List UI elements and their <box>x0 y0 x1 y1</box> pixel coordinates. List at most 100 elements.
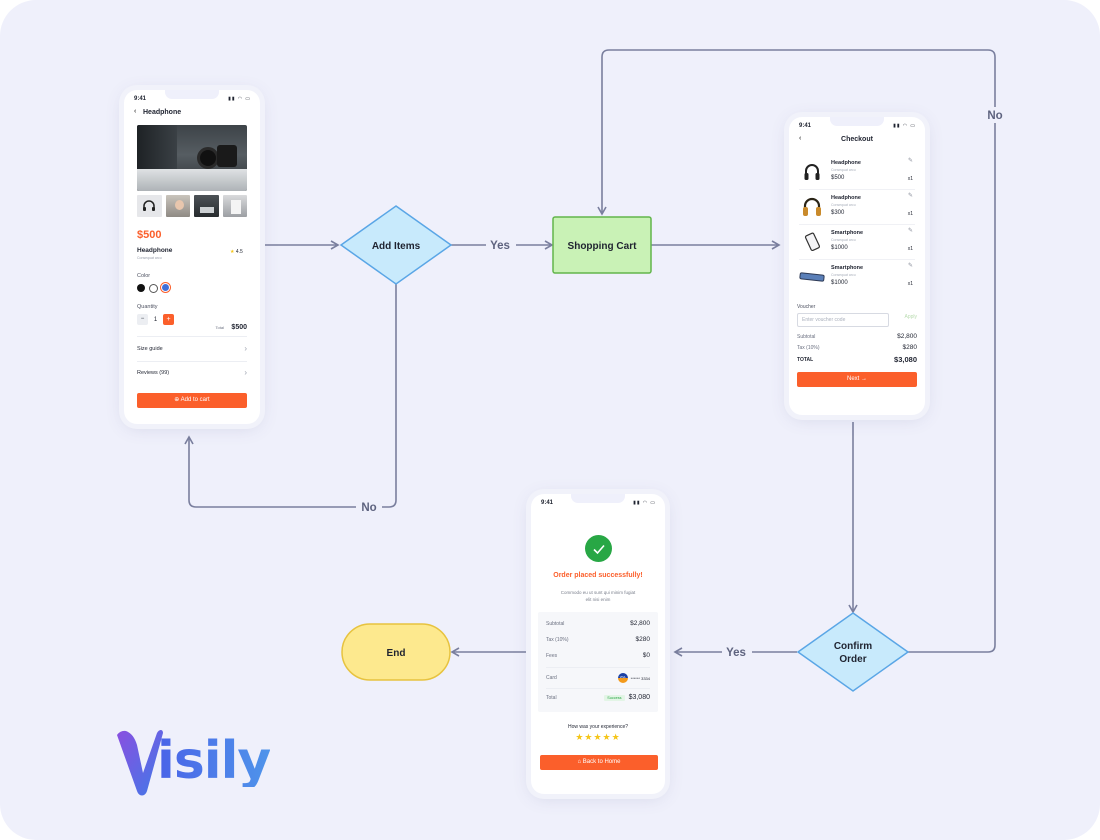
back-to-home-button[interactable]: ⌂ Back to Home <box>540 755 658 770</box>
label-yes-to-success: Yes <box>726 647 746 659</box>
product-total: Total $500 <box>216 316 247 334</box>
item-subtitle: Consequat arcu <box>831 273 915 277</box>
card-info: VISA ****** 3334 <box>618 673 650 683</box>
order-summary-card: Subtotal $2,800 Tax (10%) $280 Fees $0 C… <box>538 612 658 712</box>
success-message-line-2: elit nisi enim <box>531 597 665 602</box>
color-swatches <box>137 284 169 293</box>
cart-item-list: Headphone Consequat arcu $500 ✎ x1 Headp… <box>799 155 915 294</box>
shopping-cart-label: Shopping Cart <box>568 241 638 252</box>
thumbnail-2[interactable] <box>166 195 191 217</box>
tax-value: $280 <box>903 344 917 351</box>
confirm-order-label-2: Order <box>839 654 866 665</box>
signal-icons: ▮▮ ◠ ▭ <box>228 96 251 102</box>
status-badge: Success <box>604 695 624 701</box>
cart-item[interactable]: Headphone Consequat arcu $500 ✎ x1 <box>799 155 915 190</box>
quantity-value: 1 <box>152 317 159 323</box>
order-success-screen: 9:41 ▮▮ ◠ ▭ Order placed successfully! C… <box>531 494 665 794</box>
product-screen: 9:41 ▮▮ ◠ ▭ ‹ Headphone <box>124 90 260 424</box>
subtotal-value: $2,800 <box>630 620 650 627</box>
confirm-order-label-1: Confirm <box>834 641 872 652</box>
item-qty: x1 <box>908 211 913 217</box>
add-to-cart-button[interactable]: ⊕ Add to cart <box>137 393 247 408</box>
add-to-cart-label: Add to cart <box>181 397 210 403</box>
edit-icon[interactable]: ✎ <box>908 157 913 164</box>
decrement-button[interactable]: − <box>137 314 148 325</box>
apply-button[interactable]: Apply <box>904 314 917 320</box>
edit-icon[interactable]: ✎ <box>908 192 913 199</box>
item-name: Headphone <box>831 160 915 166</box>
reviews-row[interactable]: Reviews (99) › <box>137 368 247 377</box>
product-image <box>137 125 247 191</box>
tax-label: Tax (10%) <box>797 345 820 351</box>
label-no-to-product: No <box>361 502 376 514</box>
star-icon: ★ <box>230 249 234 255</box>
checkout-navbar: ‹ Checkout <box>789 133 925 147</box>
thumbnail-1[interactable] <box>137 195 162 217</box>
quantity-stepper: − 1 + <box>137 314 174 325</box>
rating-value: 4.5 <box>236 249 243 255</box>
signal-icons: ▮▮ ◠ ▭ <box>633 500 656 506</box>
confirm-order-decision <box>798 613 908 691</box>
increment-button[interactable]: + <box>163 314 174 325</box>
arrow-right-icon: → <box>861 376 867 382</box>
size-guide-label: Size guide <box>137 346 163 352</box>
item-price: $1000 <box>831 245 915 251</box>
total-row: TOTAL $3,080 <box>797 355 917 364</box>
notch <box>165 90 219 99</box>
thumbnail-row <box>137 195 247 217</box>
smartphone-icon <box>799 230 825 254</box>
tax-value: $280 <box>636 636 650 643</box>
item-name: Headphone <box>831 195 915 201</box>
color-swatch-blue[interactable] <box>162 284 169 291</box>
item-price: $1000 <box>831 280 915 286</box>
subtotal-row: Subtotal $2,800 <box>797 333 917 340</box>
card-brand-icon: VISA <box>618 673 628 683</box>
status-bar: 9:41 ▮▮ ◠ ▭ <box>789 117 925 133</box>
headphone-icon <box>799 195 825 219</box>
notch <box>830 117 884 126</box>
total-value: $3,080 <box>894 355 917 364</box>
item-subtitle: Consequat arcu <box>831 168 915 172</box>
cart-item[interactable]: Smartphone Consequat arcu $1000 ✎ x1 <box>799 225 915 260</box>
total-value: $3,080 <box>629 694 650 701</box>
voucher-label: Voucher <box>797 304 815 310</box>
label-yes-to-cart: Yes <box>490 240 510 252</box>
success-heading: Order placed successfully! <box>531 572 665 579</box>
edit-icon[interactable]: ✎ <box>908 227 913 234</box>
cart-item[interactable]: Headphone Consequat arcu $300 ✎ x1 <box>799 190 915 225</box>
divider <box>137 361 247 362</box>
color-swatch-black[interactable] <box>137 284 145 292</box>
status-time: 9:41 <box>134 96 146 102</box>
fees-label: Fees <box>546 653 557 659</box>
reviews-label: Reviews (99) <box>137 370 169 376</box>
thumbnail-4[interactable] <box>223 195 248 217</box>
item-subtitle: Consequat arcu <box>831 238 915 242</box>
experience-question: How was your experience? <box>531 724 665 730</box>
tax-row: Tax (10%) $280 <box>546 636 650 643</box>
tax-label: Tax (10%) <box>546 637 569 643</box>
product-description: Consequat arcu <box>137 256 162 260</box>
fees-value: $0 <box>643 652 650 659</box>
total-label: Total <box>546 695 557 701</box>
edit-icon[interactable]: ✎ <box>908 262 913 269</box>
item-qty: x1 <box>908 281 913 287</box>
chevron-right-icon: › <box>244 368 247 377</box>
item-qty: x1 <box>908 176 913 182</box>
headphone-icon <box>799 160 825 184</box>
thumbnail-3[interactable] <box>194 195 219 217</box>
divider <box>546 667 650 668</box>
card-row: Card VISA ****** 3334 <box>546 673 650 683</box>
next-button[interactable]: Next → <box>797 372 917 387</box>
checkout-title: Checkout <box>789 136 925 143</box>
cart-icon: ⊕ <box>174 397 179 403</box>
voucher-input[interactable]: Enter voucher code <box>797 313 889 327</box>
back-icon[interactable]: ‹ <box>134 108 136 115</box>
card-number: ****** 3334 <box>631 676 650 681</box>
item-name: Smartphone <box>831 265 915 271</box>
color-swatch-white[interactable] <box>149 284 158 293</box>
signal-icons: ▮▮ ◠ ▭ <box>893 123 916 129</box>
star-rating[interactable]: ★★★★★ <box>531 732 665 743</box>
card-label: Card <box>546 675 557 681</box>
size-guide-row[interactable]: Size guide › <box>137 344 247 353</box>
cart-item[interactable]: Smartphone Consequat arcu $1000 ✎ x1 <box>799 260 915 294</box>
